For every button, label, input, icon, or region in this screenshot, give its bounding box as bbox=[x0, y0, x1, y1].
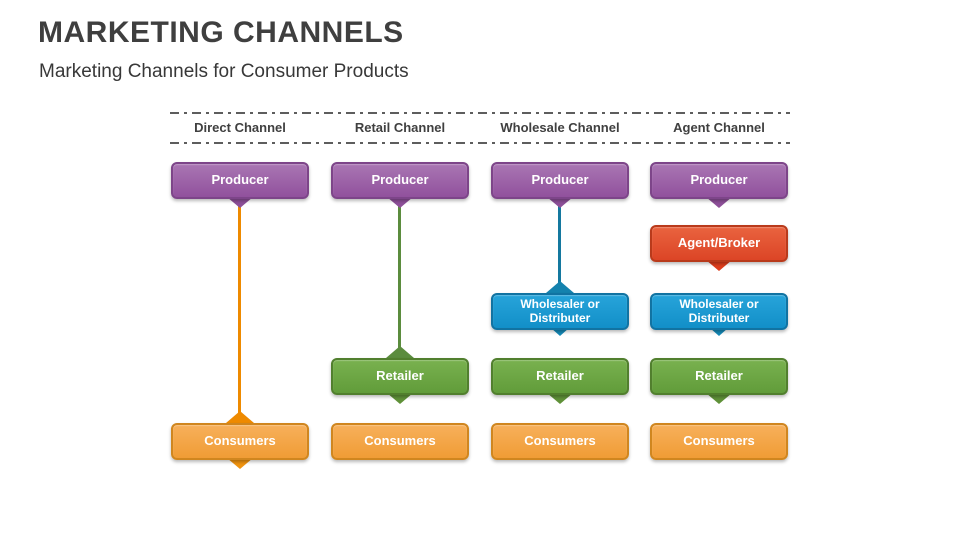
channel-header-agent: Agent Channel bbox=[673, 120, 765, 135]
page-title: MARKETING CHANNELS bbox=[38, 16, 404, 49]
node-wholesaler-wholesale: Wholesaler or Distributer bbox=[491, 293, 629, 330]
header-dash-line-bottom bbox=[170, 142, 790, 144]
page-subtitle: Marketing Channels for Consumer Products bbox=[39, 61, 409, 82]
arrow-down-icon bbox=[706, 260, 732, 271]
node-producer-wholesale: Producer bbox=[491, 162, 629, 199]
node-consumers-agent: Consumers bbox=[650, 423, 788, 460]
node-consumers-retail: Consumers bbox=[331, 423, 469, 460]
node-retailer-agent: Retailer bbox=[650, 358, 788, 395]
node-retailer-wholesale: Retailer bbox=[491, 358, 629, 395]
arrow-down-icon bbox=[227, 458, 253, 469]
arrow-down-icon bbox=[551, 328, 569, 336]
node-consumers-wholesale: Consumers bbox=[491, 423, 629, 460]
arrow-up-icon bbox=[546, 281, 574, 293]
arrow-down-icon bbox=[547, 197, 573, 208]
node-producer-direct: Producer bbox=[171, 162, 309, 199]
arrow-down-icon bbox=[710, 328, 728, 336]
connector-line-retail bbox=[398, 200, 401, 350]
arrow-down-icon bbox=[387, 393, 413, 404]
arrow-down-icon bbox=[706, 197, 732, 208]
arrow-down-icon bbox=[227, 197, 253, 208]
arrow-up-icon bbox=[386, 346, 414, 358]
connector-line-direct bbox=[238, 200, 241, 415]
connector-line-wholesale bbox=[558, 200, 561, 285]
node-producer-retail: Producer bbox=[331, 162, 469, 199]
header-dash-line-top bbox=[170, 112, 790, 114]
arrow-down-icon bbox=[387, 197, 413, 208]
node-consumers-direct: Consumers bbox=[171, 423, 309, 460]
node-agent-broker-agent: Agent/Broker bbox=[650, 225, 788, 262]
arrow-up-icon bbox=[226, 411, 254, 423]
channel-header-retail: Retail Channel bbox=[354, 120, 446, 135]
channel-header-direct: Direct Channel bbox=[194, 120, 286, 135]
node-retailer-retail: Retailer bbox=[331, 358, 469, 395]
channel-header-wholesale: Wholesale Channel bbox=[500, 120, 620, 135]
node-wholesaler-agent: Wholesaler or Distributer bbox=[650, 293, 788, 330]
arrow-down-icon bbox=[547, 393, 573, 404]
arrow-down-icon bbox=[706, 393, 732, 404]
node-producer-agent: Producer bbox=[650, 162, 788, 199]
